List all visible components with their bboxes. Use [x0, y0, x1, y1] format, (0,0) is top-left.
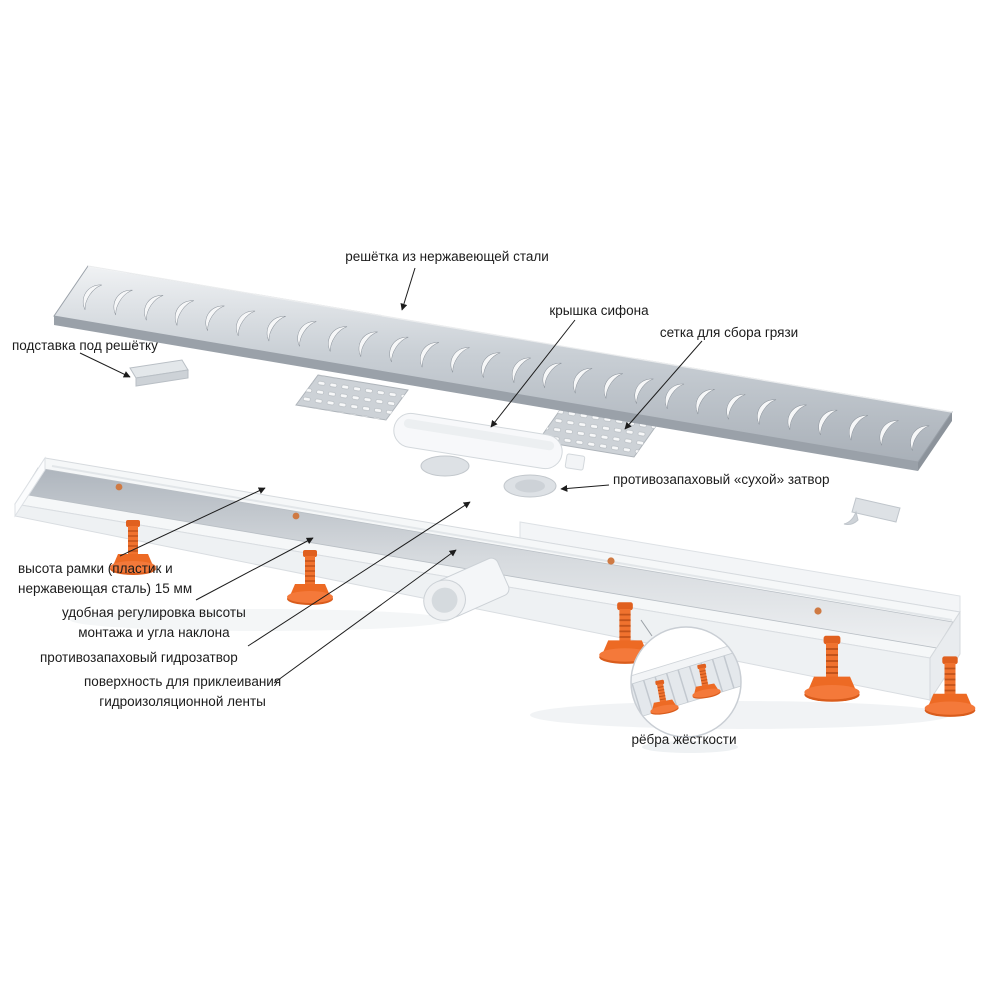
channel-right-endcap [929, 610, 961, 702]
mesh-tray-holes [538, 410, 656, 457]
channel-left-endcap [14, 456, 46, 518]
grate-stand-front [135, 369, 189, 387]
label-dry-trap: противозапаховый «сухой» затвор [613, 472, 830, 487]
side-clip-part [843, 497, 901, 525]
leader-grate [400, 267, 416, 311]
leader-height-adjust [195, 537, 314, 601]
leader-water-trap [247, 501, 471, 647]
side-clip-top [851, 497, 901, 523]
label-ribs: рёбра жёсткости [631, 732, 737, 747]
dirt-mesh-tray-left [295, 374, 409, 421]
callout-ring [630, 626, 742, 738]
label-water-trap: противозапаховый гидрозатвор [40, 650, 238, 665]
frame-step-line [51, 465, 953, 621]
label-grate-stand: подставка под решётку [12, 338, 158, 353]
side-clip-tail [843, 510, 859, 525]
leader-lines [79, 267, 703, 684]
dry-trap-disc-inner [515, 479, 545, 493]
screw-head [115, 483, 123, 491]
label-frame-height: высота рамки (пластик и нержавеющая стал… [18, 561, 193, 597]
grate-end-edge [918, 412, 952, 471]
grate-highlight [87, 265, 953, 413]
ribs-callout [630, 626, 742, 738]
leader-grate-stand [79, 352, 131, 378]
leader-glue-surface [273, 549, 457, 684]
siphon-cover-highlight [403, 418, 555, 451]
grate-front-edge [54, 316, 918, 471]
label-siphon-cover: крышка сифона [549, 303, 649, 318]
screw-head [292, 512, 300, 520]
leader-siphon-cover [490, 319, 576, 428]
outlet-opening-inner [431, 587, 458, 613]
small-tab-part [564, 453, 586, 471]
label-grate: решётка из нержавеющей стали [345, 249, 549, 264]
callout-content [631, 635, 741, 724]
callout-shadow [642, 741, 738, 753]
leader-dry-trap [560, 484, 610, 492]
callout-rib-slab [631, 642, 741, 724]
label-height-adjust: удобная регулировка высоты монтажа и угл… [62, 605, 246, 641]
dirt-mesh-tray-right [537, 409, 657, 458]
drain-outlet [423, 557, 510, 621]
grate-part [53, 265, 953, 471]
screw-head [607, 557, 615, 565]
soft-shadow [530, 701, 950, 729]
leader-dirt-mesh [624, 340, 703, 430]
siphon-cover-part [393, 412, 563, 470]
mesh-tray-holes [296, 375, 408, 420]
soft-shadow [70, 609, 450, 631]
callout-link-line [640, 619, 653, 637]
water-trap-disc [420, 455, 470, 477]
grate-stand-part [129, 359, 189, 387]
leader-frame-height [119, 487, 266, 557]
label-glue-surface: поверхность для приклеивания гидроизоляц… [84, 674, 282, 710]
label-dirt-mesh: сетка для сбора грязи [659, 325, 799, 340]
screw-head [814, 607, 822, 615]
